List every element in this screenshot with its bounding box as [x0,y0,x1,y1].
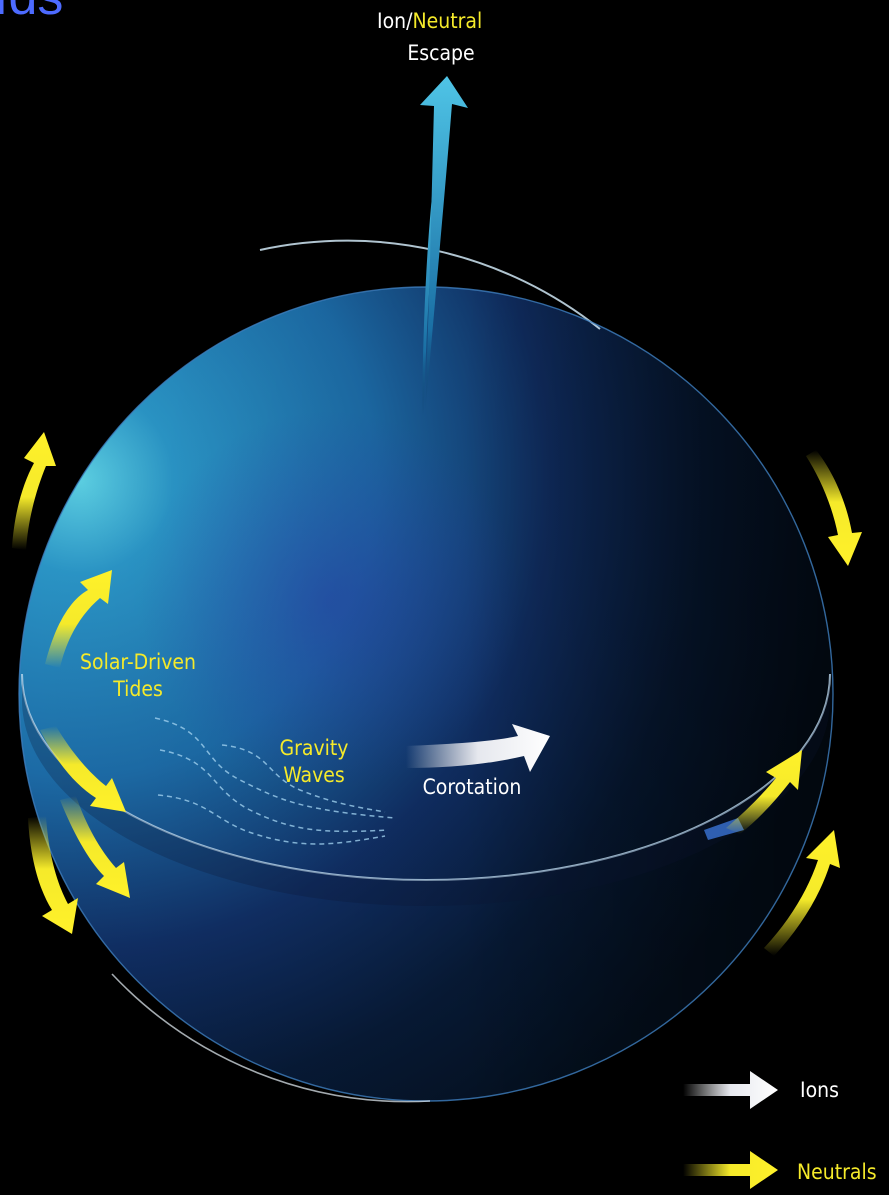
planet-sphere [18,239,834,1103]
legend-neutrals-label: Neutrals [797,1160,877,1184]
escape-label-line2: Escape [407,41,474,65]
cropped-heading: ıds [0,0,63,26]
neutral-arrow-right-mid-icon [726,750,802,834]
neutral-arrows [12,432,862,956]
escape-arrow-icon [420,76,468,415]
legend-ions-label: Ions [800,1078,839,1102]
solar-tides-label-line1: Solar-Driven [80,650,196,674]
gravity-waves-label-line2: Waves [283,763,345,787]
escape-label-line1: Ion/Neutral [377,9,482,33]
gravity-waves-label-line1: Gravity [280,736,349,760]
neutral-arrow-left-upper-icon [12,432,56,550]
neutral-arrow-left-mid-icon [40,726,126,812]
neutral-arrow-right-upper-icon [806,450,862,566]
neutral-arrow-right-low-icon [764,830,840,956]
corotation-arrow-icon [406,724,550,772]
neutral-arrow-left-bottom-icon [28,816,78,934]
legend: Ions Neutrals [683,1071,877,1189]
legend-ions-arrow-icon [683,1071,778,1109]
neutral-arrow-solar-tides-icon [45,570,112,668]
legend-neutrals-arrow-icon [683,1151,778,1189]
corotation-label: Corotation [423,775,522,799]
neutral-arrow-left-low-icon [60,796,130,898]
gravity-waves-lines [154,717,396,845]
solar-tides-label-line2: Tides [112,677,163,701]
